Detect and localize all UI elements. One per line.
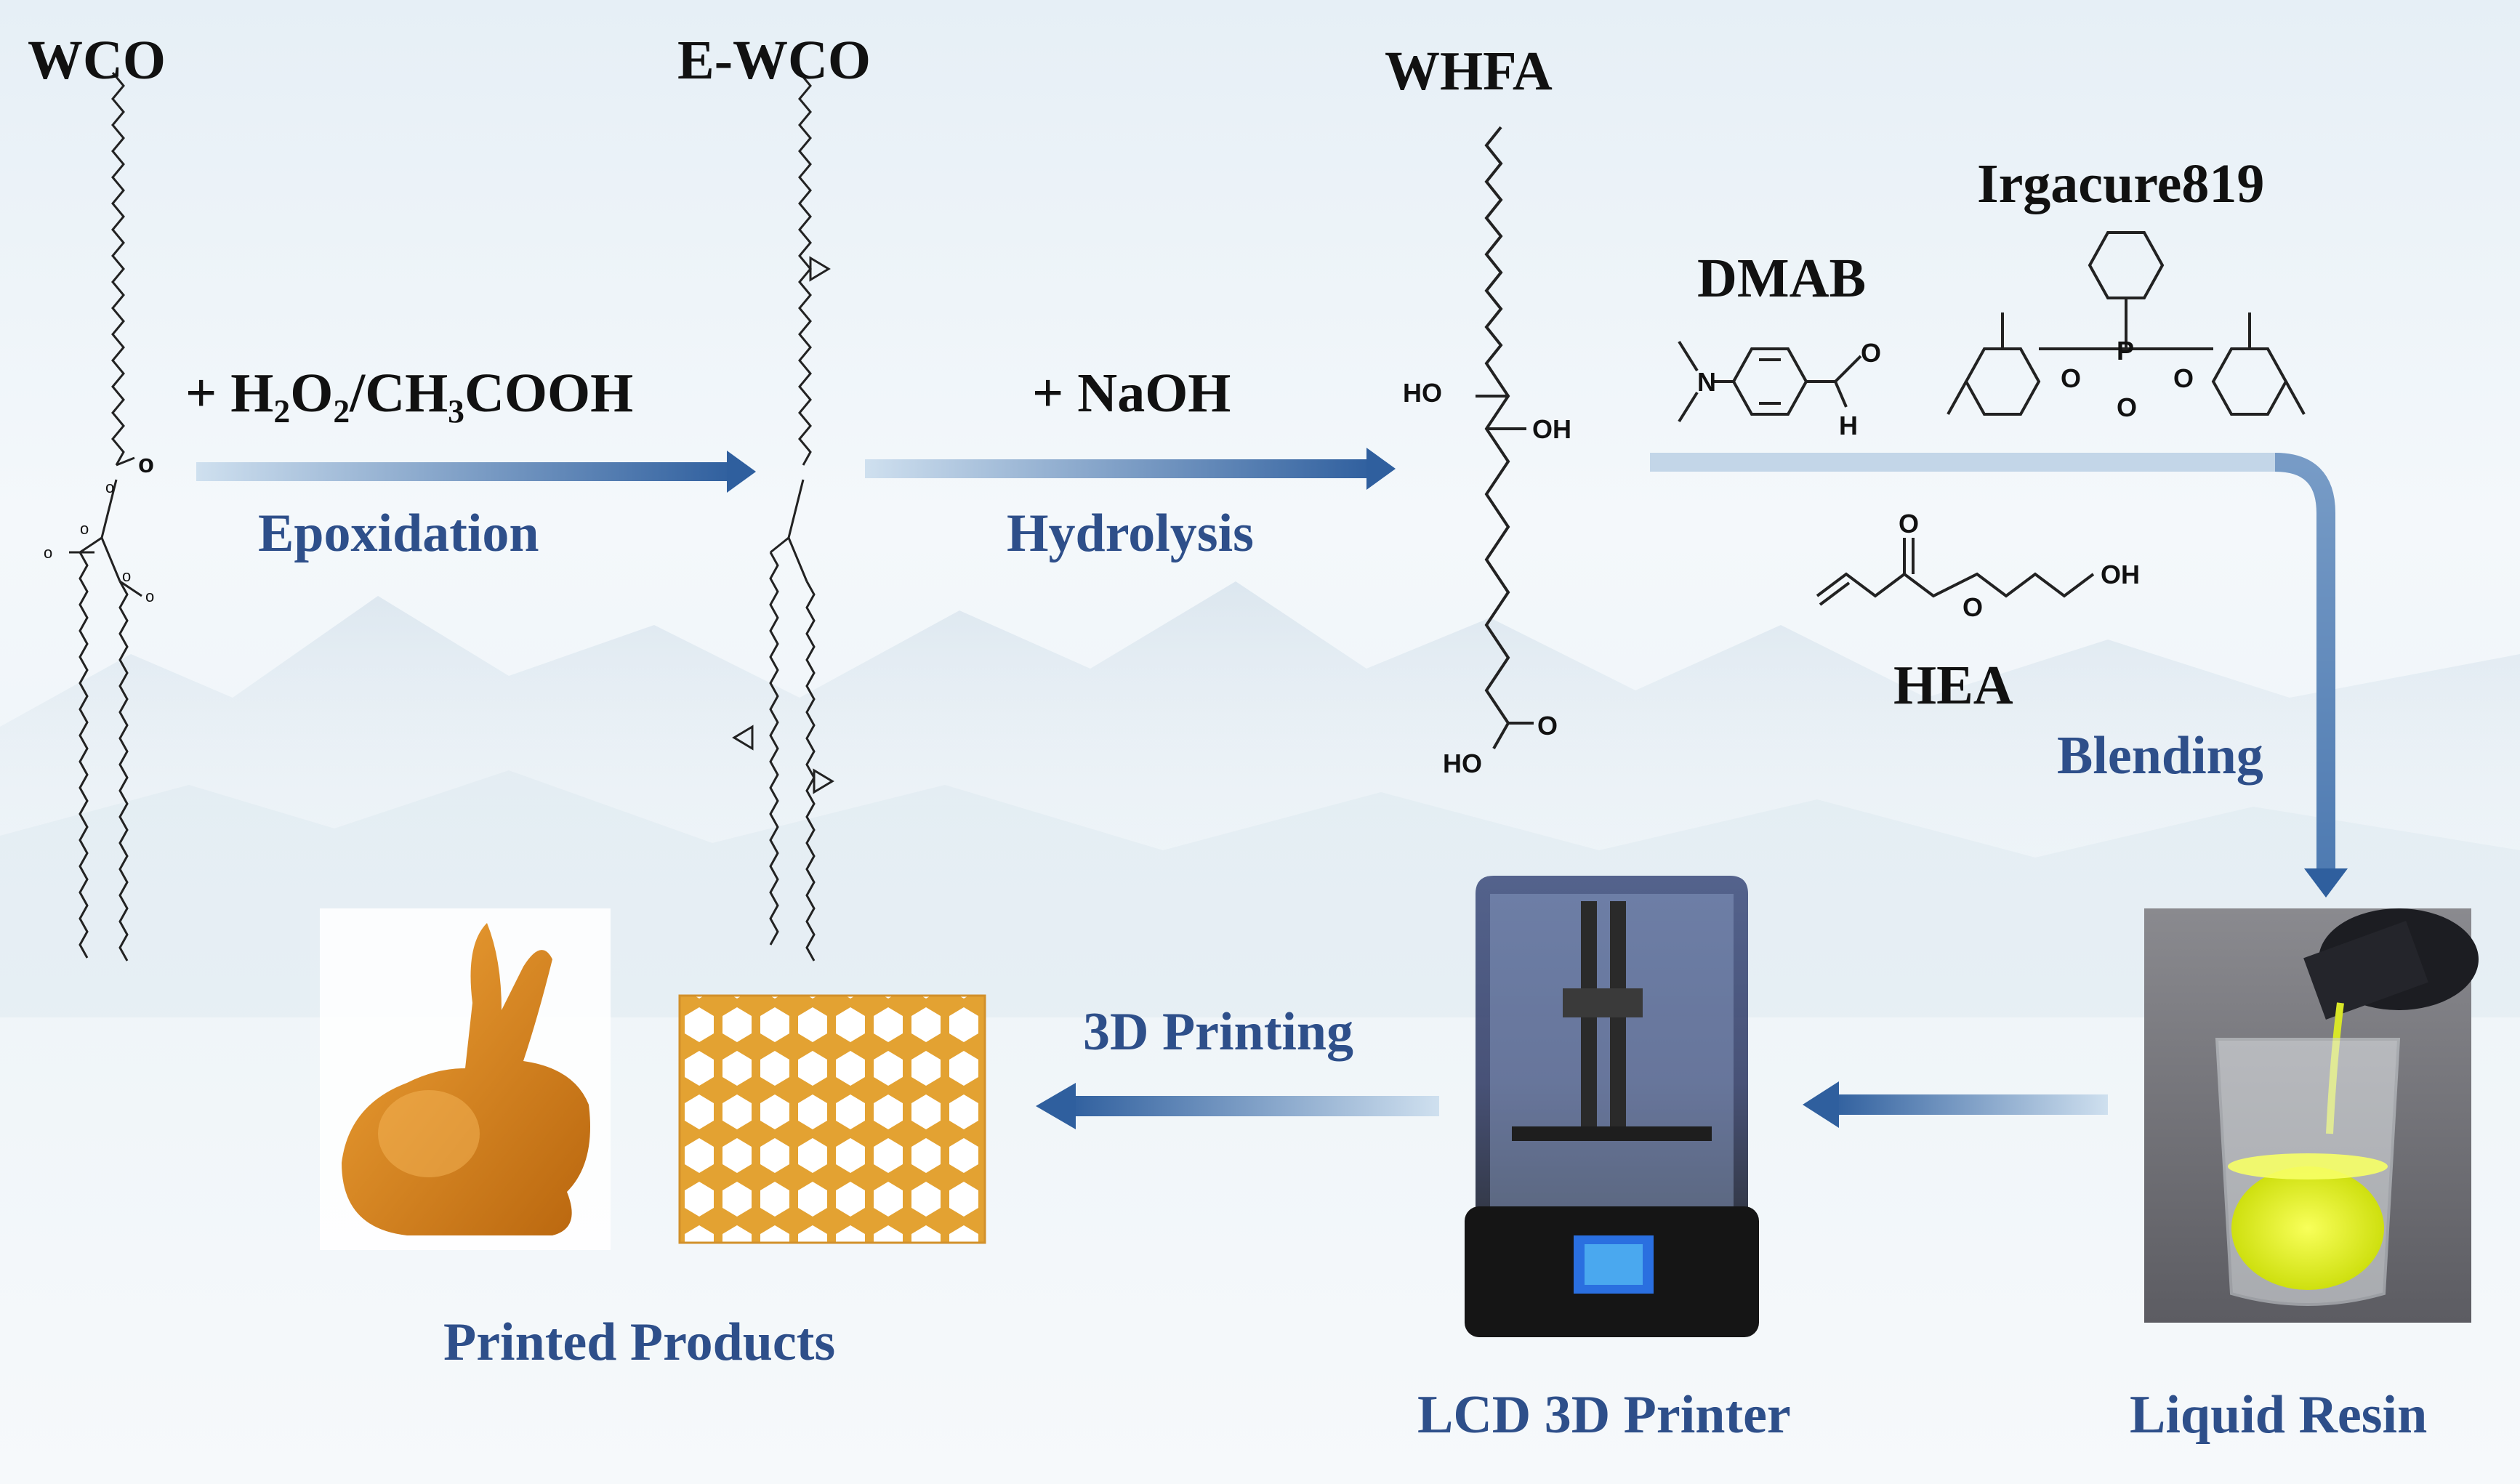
whfa-label: WHFA (1385, 41, 1553, 102)
hea-structure (1816, 538, 2095, 606)
epoxidation-arrow (196, 451, 756, 493)
background-mountains (0, 581, 2520, 945)
irgacure-label: Irgacure819 (1977, 153, 2265, 214)
printing-step-label: 3D Printing (1083, 1002, 1354, 1062)
hydrolysis-reagent: + NaOH (1032, 363, 1231, 424)
svg-text:o: o (122, 567, 131, 585)
irgacure-o3-label: O (2173, 363, 2194, 393)
printed-bunny-image (320, 908, 611, 1250)
epoxidation-step-label: Epoxidation (258, 504, 539, 563)
dmab-structure (1678, 340, 1862, 423)
svg-text:o: o (138, 448, 154, 478)
hydrolysis-step-label: Hydrolysis (1007, 504, 1254, 563)
wco-oxygen-labels: o o o o o o (44, 448, 154, 605)
lcd-printer-label: LCD 3D Printer (1417, 1385, 1791, 1445)
blending-step-label: Blending (2057, 726, 2263, 786)
hea-oh-label: OH (2101, 560, 2140, 589)
svg-text:o: o (105, 478, 114, 496)
lcd-printer-image (1465, 876, 1759, 1337)
hea-ester-o-label: O (1963, 592, 1984, 622)
irgacure-o1-label: O (2061, 363, 2082, 393)
whfa-carbonyl-o-label: O (1537, 711, 1558, 741)
ewco-structure (732, 72, 834, 961)
svg-text:o: o (145, 587, 154, 605)
dmab-n-label: N (1697, 367, 1716, 397)
dmab-label: DMAB (1697, 248, 1867, 309)
irgacure-o2-label: O (2117, 392, 2138, 422)
wco-label: WCO (28, 30, 166, 91)
hydrolysis-arrow (865, 448, 1396, 490)
whfa-oh-label: OH (1532, 414, 1571, 444)
hea-carbonyl-o-label: O (1899, 509, 1920, 539)
whfa-structure (1476, 126, 1534, 749)
whfa-ho-label: HO (1403, 378, 1442, 408)
irgacure-p-label: P (2117, 336, 2135, 366)
printed-honeycomb-image (678, 994, 986, 1244)
blending-arrow (1650, 453, 2348, 898)
svg-text:o: o (44, 544, 52, 562)
dmab-o-label: O (1861, 338, 1882, 368)
printed-products-label: Printed Products (443, 1312, 836, 1372)
whfa-acid-ho-label: HO (1443, 749, 1482, 778)
wco-structure (69, 72, 142, 961)
epoxidation-reagent: + H₂O₂/CH₃COOH (185, 363, 634, 424)
liquid-resin-image (2144, 908, 2479, 1323)
printing-arrow (1036, 1083, 1439, 1129)
background-mountains-2 (0, 770, 2520, 1017)
resin-to-printer-arrow (1803, 1081, 2108, 1128)
hea-label: HEA (1893, 655, 2013, 716)
irgacure-structure (1947, 231, 2306, 416)
ewco-label: E-WCO (677, 30, 871, 91)
dmab-h-label: H (1839, 411, 1858, 440)
liquid-resin-label: Liquid Resin (2130, 1385, 2428, 1445)
svg-text:o: o (80, 520, 89, 538)
